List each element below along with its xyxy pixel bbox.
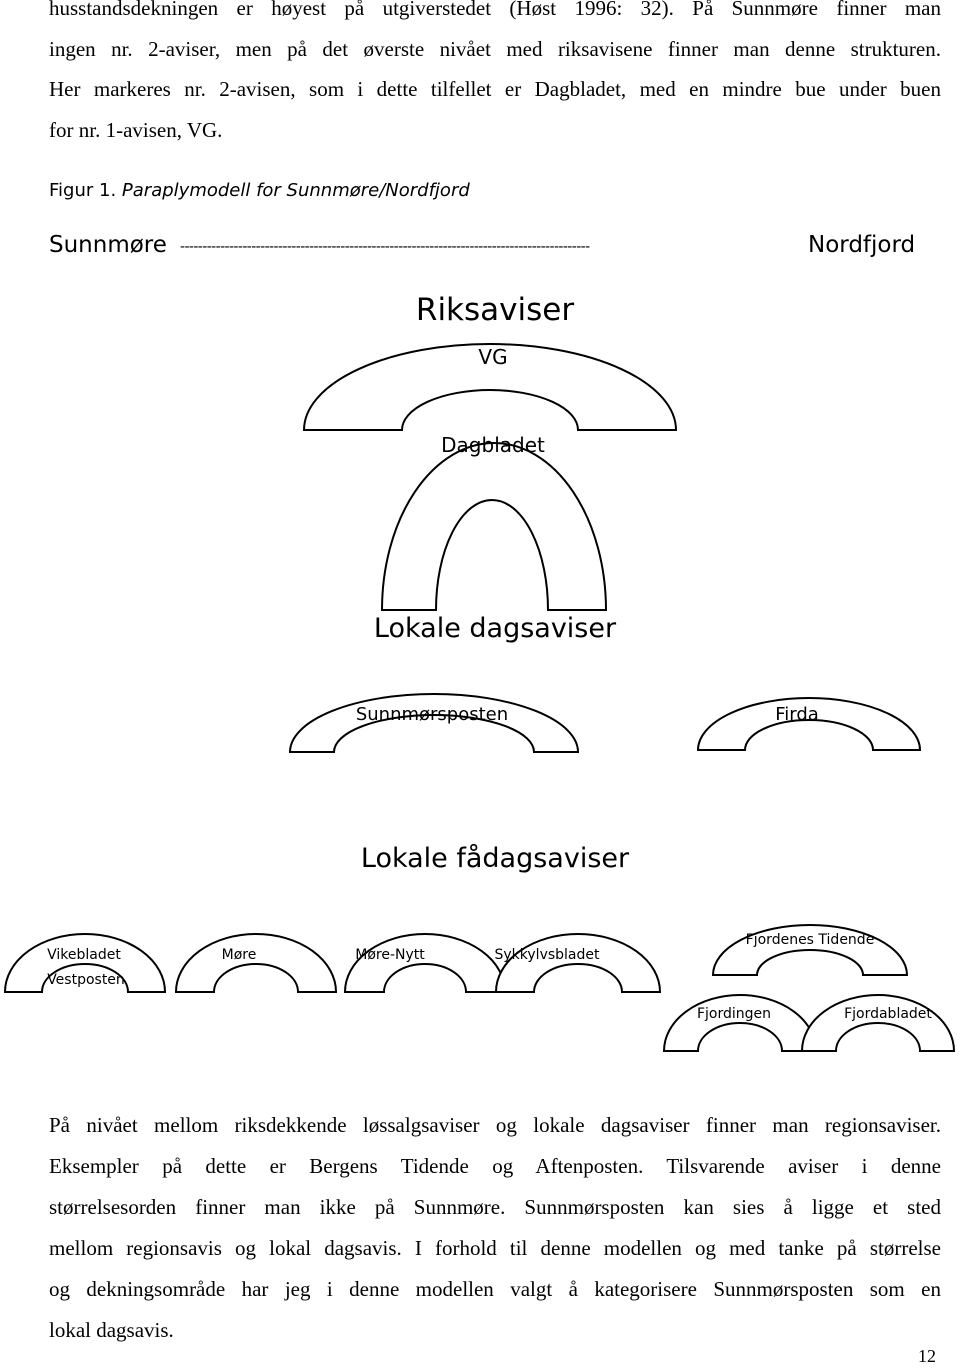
label-vg: VG: [478, 345, 507, 369]
arch-vg: [302, 343, 678, 431]
intro-paragraph: husstandsdekningen er høyest på utgivers…: [49, 0, 941, 150]
level-label-local-nondaily: Lokale fådagsaviser: [361, 843, 630, 874]
intro-line: for nr. 1-avisen, VG.: [49, 117, 223, 142]
arch-sunnmorsposten: [288, 693, 580, 753]
label-more: Møre: [222, 947, 257, 963]
label-vikebladet: Vikebladet: [47, 947, 121, 963]
arch-fjordenes-tidende: [711, 924, 909, 976]
axis-label-sunnmore: Sunnmøre: [49, 232, 167, 258]
intro-line: ingen nr. 2-aviser, men på det øverste n…: [49, 36, 941, 61]
arch-firda: [696, 697, 922, 751]
arch-fjordingen: [662, 994, 818, 1052]
closing-line: lokal dagsavis.: [49, 1317, 174, 1342]
region-axis: Sunnmøre -------------------------------…: [49, 232, 929, 262]
closing-line: mellom regionsavis og lokal dagsavis. I …: [49, 1235, 941, 1260]
arch-more: [174, 933, 338, 993]
page-number: 12: [918, 1346, 936, 1366]
axis-label-nordfjord: Nordfjord: [808, 232, 916, 258]
figure-caption-prefix: Figur 1.: [49, 180, 117, 201]
arch-more-nytt: [343, 933, 507, 993]
closing-line: og dekningsområde har jeg i denne modell…: [49, 1276, 941, 1301]
label-sykkylvsbladet: Sykkylvsbladet: [495, 947, 600, 963]
closing-line: størrelsesorden finner man ikke på Sunnm…: [49, 1194, 941, 1219]
label-more-nytt: Møre-Nytt: [355, 947, 425, 963]
arch-vikebladet: [3, 933, 167, 993]
figure-caption: Figur 1. Paraplymodell for Sunnmøre/Nord…: [49, 180, 470, 202]
closing-paragraph: På nivået mellom riksdekkende løssalgsav…: [49, 1105, 941, 1350]
label-sunnmorsposten: Sunnmørsposten: [356, 704, 508, 725]
label-fjordingen: Fjordingen: [697, 1006, 771, 1022]
arch-fjordabladet: [800, 994, 956, 1052]
axis-dashes: ----------------------------------------…: [180, 239, 590, 255]
intro-line: Her markeres nr. 2-avisen, som i dette t…: [49, 77, 941, 101]
level-label-national: Riksaviser: [416, 292, 574, 328]
closing-line: Eksempler på dette er Bergens Tidende og…: [49, 1153, 941, 1178]
label-fjordabladet: Fjordabladet: [844, 1006, 932, 1022]
arch-sykkylvsbladet: [494, 933, 662, 993]
label-dagbladet: Dagbladet: [441, 433, 545, 457]
figure-caption-title: Paraplymodell for Sunnmøre/Nordfjord: [121, 180, 470, 201]
arch-dagbladet: [380, 442, 608, 611]
label-vestposten: Vestposten: [47, 972, 125, 988]
level-label-local-daily: Lokale dagsaviser: [374, 613, 617, 644]
closing-line: På nivået mellom riksdekkende løssalgsav…: [49, 1113, 941, 1137]
label-fjordenes-tidende: Fjordenes Tidende: [746, 932, 875, 948]
intro-line: husstandsdekningen er høyest på utgivers…: [49, 0, 941, 20]
label-firda: Firda: [775, 704, 819, 725]
